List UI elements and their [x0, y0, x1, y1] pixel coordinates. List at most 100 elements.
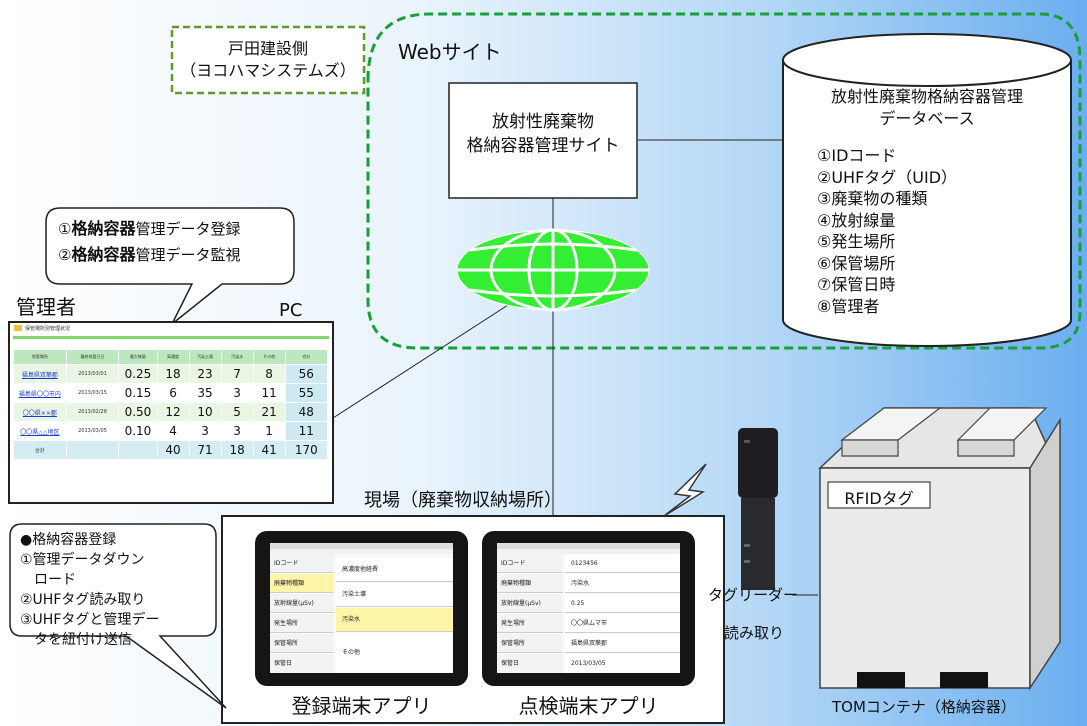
admin-bubble — [45, 207, 295, 325]
cell-value: 3 — [220, 421, 254, 441]
cell-location[interactable]: 〇〇県××郡 — [13, 402, 67, 422]
insp-row-label: 放射線量(μSv) — [497, 594, 563, 613]
registration-bubble-text: ●格納容器登録 ①管理データダウン ロード ②UHFタグ読み取り ③UHFタグと… — [20, 530, 159, 650]
tom-label: TOMコンテナ（格納容器） — [832, 698, 1016, 716]
database-items: ①IDコード ②UHFタグ（UID） ③廃棄物の種類 ④放射線量 ⑤発生場所 ⑥… — [817, 145, 957, 317]
insp-row-value: 汚染水 — [565, 574, 680, 593]
line-pc-globe — [332, 304, 509, 419]
reg-option[interactable]: 高濃度他経費 — [336, 558, 453, 582]
cell-location[interactable]: 福島県〇〇市内 — [13, 383, 67, 403]
reg-step: ロード — [20, 572, 76, 588]
cell-value: 10 — [188, 402, 222, 422]
read-label: 読み取り — [724, 624, 785, 642]
reg-row-label[interactable]: IDコード — [270, 554, 334, 573]
reg-row-label[interactable]: 発生場所 — [270, 614, 334, 633]
th-location: 保管場所 — [13, 349, 67, 365]
cell-value: 8 — [252, 364, 286, 384]
table-row: 〇〇県△△地区 2013/03/05 0.10 4 3 3 1 11 — [13, 421, 329, 441]
th-high: 高濃度 — [156, 349, 190, 365]
reg-option[interactable]: 汚染水 — [336, 608, 453, 632]
insp-row-label: 保管場所 — [497, 634, 563, 653]
folder-icon — [14, 325, 22, 331]
cell-value: 23 — [188, 364, 222, 384]
insp-row-label: 保管日 — [497, 654, 563, 673]
database-title: 放射性廃棄物格納容器管理 データベース — [830, 87, 1023, 128]
rfid-label: RFIDタグ — [844, 489, 914, 508]
admin-bubble-text: ①格納容器管理データ登録 ②格納容器管理データ監視 — [58, 219, 241, 264]
site-label: 放射性廃棄物 格納容器管理サイト — [466, 112, 620, 156]
reg-row-label[interactable]: 保管日 — [270, 654, 334, 673]
cell-value: 4 — [156, 421, 190, 441]
cell-location[interactable]: 福島県双葉郡 — [13, 364, 67, 384]
reg-row-label[interactable]: 放射線量(μSv) — [270, 594, 334, 613]
cell-value: 41 — [252, 440, 286, 460]
table-row: 福島県双葉郡 2013/03/01 0.25 18 23 7 8 56 — [13, 364, 329, 384]
site-box — [448, 82, 638, 199]
th-total: 合計 — [284, 349, 329, 365]
insp-row-value: 福島県双葉郡 — [565, 634, 680, 653]
admin-table-header: 保管場所 最終保管日日 最大線量 高濃度 汚染土壌 汚染水 その他 合計 — [13, 349, 329, 365]
cell-total: 11 — [284, 421, 329, 441]
insp-row-label: 廃棄物種類 — [497, 574, 563, 593]
cell-value: 35 — [188, 383, 222, 403]
cell-dose: 0.25 — [118, 364, 158, 384]
registration-bubble — [9, 523, 227, 709]
cell-location[interactable]: 〇〇県△△地区 — [13, 421, 67, 441]
pc-label: PC — [279, 300, 303, 321]
th-soil: 汚染土壌 — [188, 349, 222, 365]
cell-sum-label: 合計 — [13, 440, 67, 460]
globe-icon — [456, 228, 650, 312]
insp-app-screen: IDコード 廃棄物種類 放射線量(μSv) 発生場所 保管場所 保管日 0123… — [497, 554, 680, 673]
database-cylinder — [782, 33, 1072, 347]
tom-container — [818, 407, 1061, 691]
cell-total: 55 — [284, 383, 329, 403]
th-water: 汚染水 — [220, 349, 254, 365]
cell-total: 48 — [284, 402, 329, 422]
cell-value: 1 — [252, 421, 286, 441]
db-item: ⑦保管日時 — [817, 275, 896, 294]
cell-dose: 0.10 — [118, 421, 158, 441]
field-label: 現場（廃棄物収納場所） — [364, 490, 562, 511]
cell-value: 5 — [220, 402, 254, 422]
reg-option[interactable]: 汚染土壌 — [336, 583, 453, 607]
db-item: ⑤発生場所 — [817, 232, 896, 251]
cell-date: 2013/03/15 — [65, 383, 120, 403]
toda-box — [170, 25, 366, 95]
admin-screen-title: 保管場所別管理状況 — [25, 326, 71, 332]
reg-step: ②UHFタグ読み取り — [20, 592, 146, 608]
cell-value: 18 — [156, 364, 190, 384]
cell-total: 56 — [284, 364, 329, 384]
th-dose: 最大線量 — [118, 349, 158, 365]
cell-value: 6 — [156, 383, 190, 403]
cell-date: 2013/03/05 — [65, 421, 120, 441]
reg-step: タを紐付け送信 — [20, 632, 132, 648]
cell-dose: 0.15 — [118, 383, 158, 403]
reg-row-label[interactable]: 保管場所 — [270, 634, 334, 653]
reg-title: ●格納容器登録 — [20, 532, 117, 548]
admin-label: 管理者 — [16, 295, 76, 319]
cell-value: 3 — [220, 383, 254, 403]
table-sum-row: 合計 40 71 18 41 170 — [13, 440, 329, 460]
db-item: ②UHFタグ（UID） — [817, 167, 958, 187]
db-item: ③廃棄物の種類 — [817, 189, 928, 208]
reg-row-label[interactable]: 廃棄物種類 — [270, 574, 334, 593]
website-label: Webサイト — [398, 40, 502, 64]
insp-row-value: 0123456 — [565, 554, 680, 573]
db-item: ⑥保管場所 — [817, 253, 896, 273]
table-row: 〇〇県××郡 2013/02/28 0.50 12 10 5 21 48 — [13, 402, 329, 422]
reg-app-label: 登録端末アプリ — [291, 694, 432, 718]
cell-value: 71 — [188, 440, 222, 460]
cell-dose: 0.50 — [118, 402, 158, 422]
reg-option[interactable]: その他 — [336, 633, 453, 673]
cell-empty — [65, 440, 120, 460]
reg-step: ①管理データダウン — [20, 552, 145, 568]
insp-row-label: 発生場所 — [497, 614, 563, 633]
cell-empty — [118, 440, 158, 460]
cell-total: 170 — [284, 440, 329, 460]
cell-value: 3 — [188, 421, 222, 441]
cell-value: 11 — [252, 383, 286, 403]
admin-table: 保管場所 最終保管日日 最大線量 高濃度 汚染土壌 汚染水 その他 合計 福島県… — [13, 349, 329, 460]
reg-step: ③UHFタグと管理デー — [20, 612, 160, 628]
insp-row-label: IDコード — [497, 554, 563, 573]
wireless-icon — [663, 463, 707, 517]
